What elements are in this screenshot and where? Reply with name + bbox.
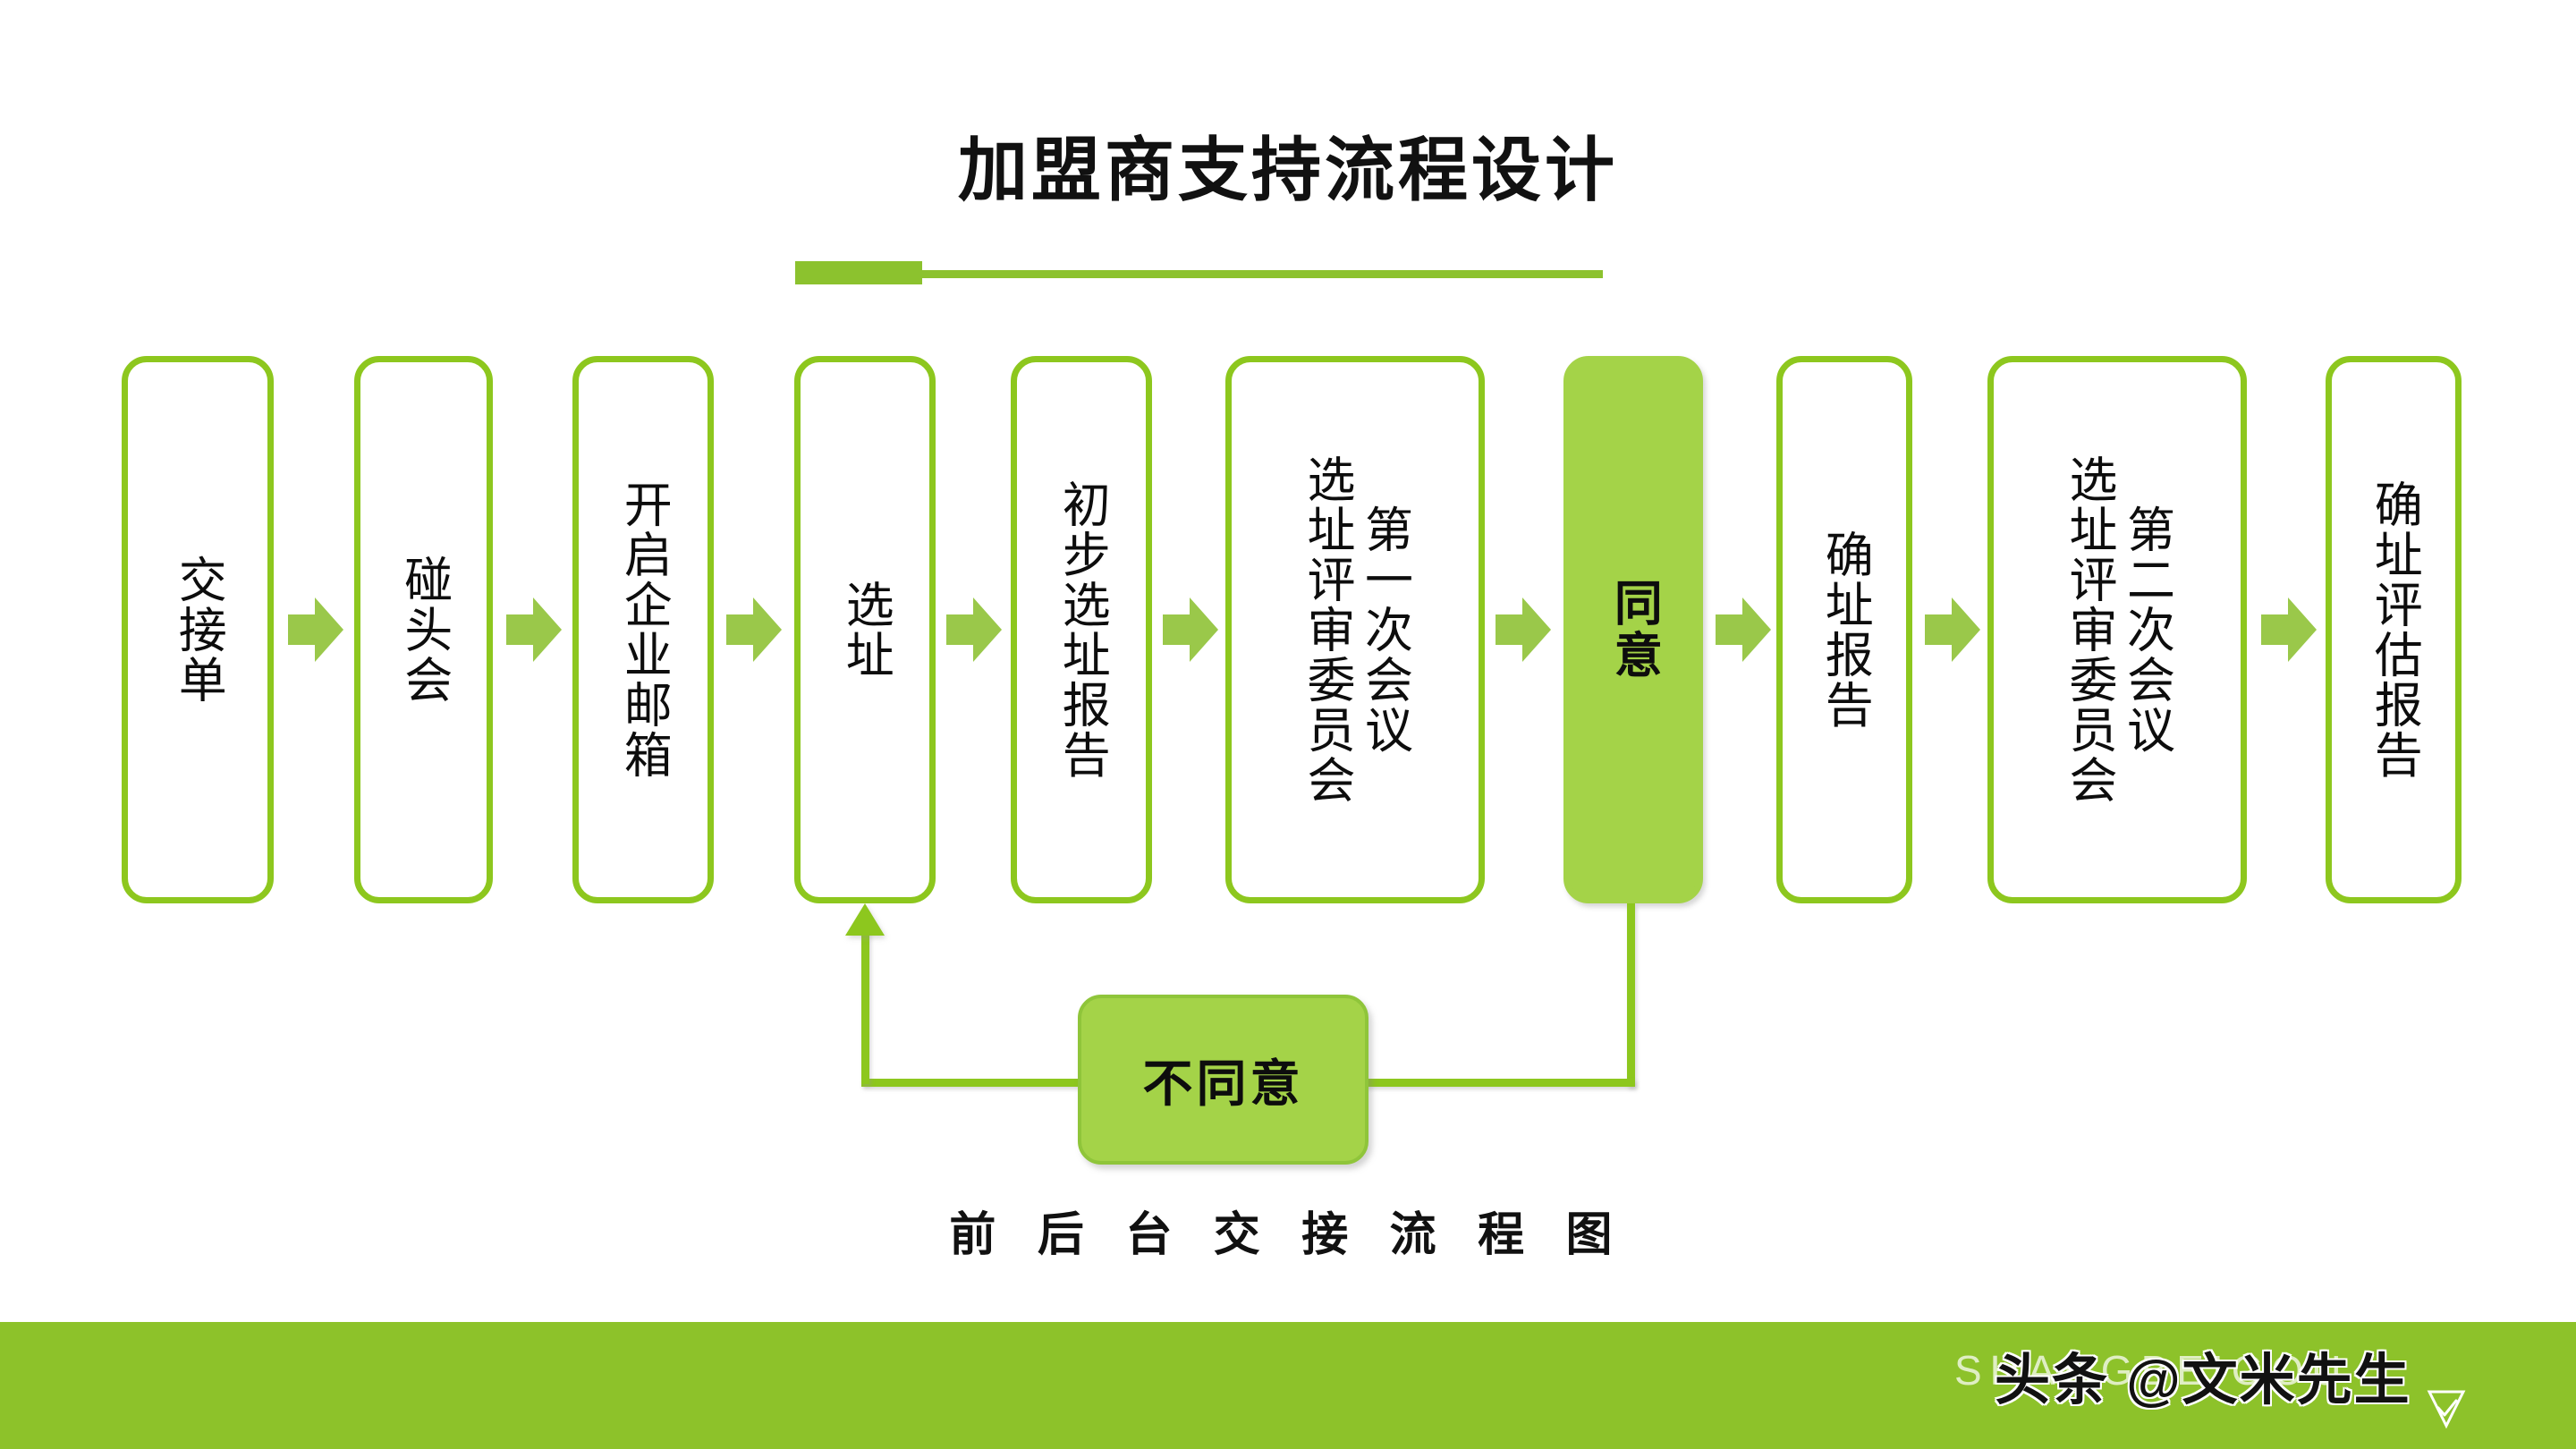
flow-node-label: 交接单: [171, 555, 225, 705]
flow-node-label: 第二次会议: [2119, 504, 2174, 755]
page-title: 加盟商支持流程设计: [957, 131, 1618, 209]
flow-arrow-icon-a2: [506, 597, 562, 662]
arrow-head: [973, 597, 1002, 662]
flow-node-n5[interactable]: 初步选址报告: [1011, 356, 1152, 903]
flow-node-label: 开启企业邮箱: [616, 479, 671, 780]
flow-node-label: 选址: [838, 580, 893, 680]
flow-arrow-icon-a9: [2261, 597, 2317, 662]
arrow-head: [1190, 597, 1218, 662]
flow-node-n6[interactable]: 第一次会议选址评审委员会: [1225, 356, 1485, 903]
arrow-shaft: [1163, 614, 1193, 645]
reject-decision-node[interactable]: 不同意: [1078, 995, 1368, 1165]
title-accent-rule: [912, 270, 1603, 278]
footer-bar: [0, 1322, 2576, 1449]
flow-node-label: 初步选址报告: [1055, 479, 1109, 780]
arrow-head: [533, 597, 562, 662]
arrow-shaft: [506, 614, 537, 645]
flow-arrow-icon-a4: [946, 597, 1002, 662]
arrow-head: [1952, 597, 1980, 662]
flow-node-n7[interactable]: 同意: [1563, 356, 1703, 903]
arrow-shaft: [946, 614, 977, 645]
title-block: 加盟商支持流程设计: [0, 131, 2576, 209]
arrow-head: [753, 597, 782, 662]
watermark-text: 头条 @文米先生: [1995, 1350, 2411, 1411]
flow-node-n3[interactable]: 开启企业邮箱: [572, 356, 714, 903]
loop-segment-up: [861, 930, 869, 1084]
loop-segment-down: [1627, 903, 1635, 1087]
flow-node-n8[interactable]: 确址报告: [1776, 356, 1912, 903]
arrow-shaft: [288, 614, 318, 645]
flow-node-label: 确址报告: [1818, 530, 1872, 730]
flow-node-n1[interactable]: 交接单: [122, 356, 274, 903]
flow-node-n9[interactable]: 第二次会议选址评审委员会: [1987, 356, 2247, 903]
arrow-shaft: [726, 614, 757, 645]
flow-node-label: 选址评审委员会: [2062, 454, 2115, 805]
arrow-head: [1522, 597, 1551, 662]
arrow-shaft: [1925, 614, 1955, 645]
flow-arrow-icon-a7: [1716, 597, 1771, 662]
arrow-head: [1742, 597, 1771, 662]
arrow-shaft: [2261, 614, 2292, 645]
arrow-shaft: [1716, 614, 1746, 645]
flow-node-n4[interactable]: 选址: [794, 356, 936, 903]
flow-node-n2[interactable]: 碰头会: [354, 356, 493, 903]
flow-node-label: 同意: [1606, 578, 1661, 682]
flow-node-label: 碰头会: [396, 555, 451, 705]
arrow-head: [315, 597, 343, 662]
flow-node-n10[interactable]: 确址评估报告: [2326, 356, 2462, 903]
arrow-shaft: [1496, 614, 1526, 645]
title-accent-block: [795, 261, 922, 284]
loop-arrowhead-icon: [845, 903, 885, 936]
flow-arrow-icon-a3: [726, 597, 782, 662]
flow-arrow-icon-a8: [1925, 597, 1980, 662]
flow-arrow-icon-a6: [1496, 597, 1551, 662]
flow-arrow-icon-a1: [288, 597, 343, 662]
flow-node-label: 第一次会议: [1357, 504, 1411, 755]
flow-arrow-icon-a5: [1163, 597, 1218, 662]
flow-node-label: 确址评估报告: [2367, 479, 2421, 780]
arrow-head: [2288, 597, 2317, 662]
diagram-caption: 前 后 台 交 接 流 程 图: [949, 1209, 1627, 1261]
flow-node-label: 选址评审委员会: [1300, 454, 1353, 805]
reject-decision-label: 不同意: [1142, 1055, 1304, 1112]
